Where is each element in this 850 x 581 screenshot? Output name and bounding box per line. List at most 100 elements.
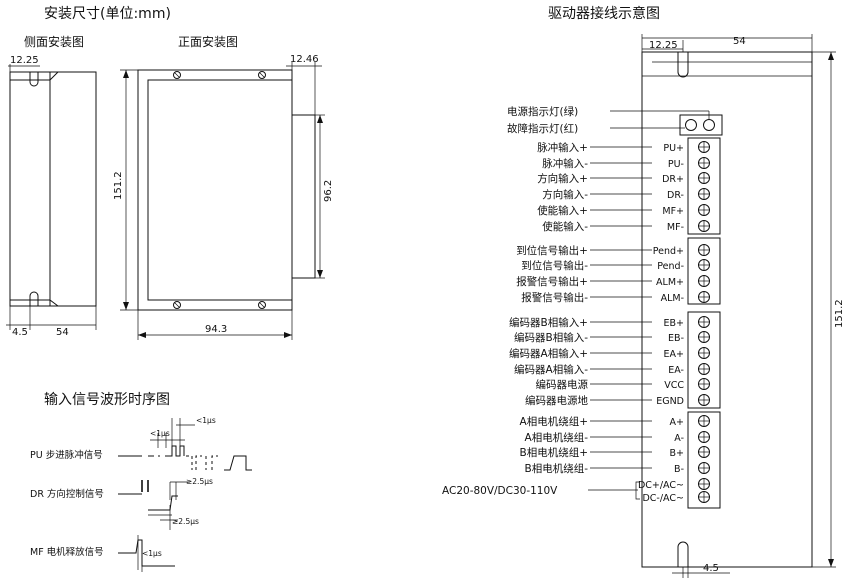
wave-pu-t2: <1μs [196, 416, 216, 425]
title-front-view: 正面安装图 [178, 34, 238, 49]
terminal-pin-label: MF- [667, 222, 684, 233]
terminal-desc-label: 编码器A相输入- [514, 363, 588, 376]
title-side-view: 侧面安装图 [24, 34, 84, 49]
dim-side-bottom-b: 54 [56, 327, 69, 338]
terminal-pin-label: Pend- [657, 261, 684, 272]
wave-dr-t2: ≥2.5μs [172, 517, 199, 526]
terminal-desc-label: 使能输入+ [537, 204, 588, 217]
terminal-row: EA- 编码器A相输入- [514, 363, 710, 376]
title-wiring: 驱动器接线示意图 [548, 5, 660, 22]
terminal-pin-label: ALM- [661, 293, 684, 304]
dim-wiring-bottom: 4.5 [703, 563, 719, 574]
title-waveform: 输入信号波形时序图 [44, 392, 170, 408]
waveform-drawing: PU 步进脉冲信号 DR 方向控制信号 MF 电机释放信号 <1μs <1μs … [30, 416, 252, 572]
terminal-pin-label: B- [674, 464, 684, 475]
title-dimensions: 安装尺寸(单位:mm) [44, 6, 171, 22]
terminal-pin-label: A- [674, 433, 684, 444]
terminal-row: PU+ 脉冲输入+ [537, 141, 710, 154]
terminal-pin-label: PU- [668, 159, 684, 170]
terminal-pin-label: A+ [670, 417, 684, 428]
terminal-desc-label: 使能输入- [542, 220, 588, 233]
terminal-row: EA+ 编码器A相输入+ [509, 347, 710, 360]
front-view-drawing: 12.46 151.2 96.2 94.3 [113, 54, 334, 340]
terminal-desc-label: 方向输入- [542, 188, 588, 201]
terminal-desc-label: 编码器A相输入+ [509, 347, 588, 360]
terminal-desc-label: 编码器B相输入- [514, 331, 588, 344]
wave-mf-label: MF 电机释放信号 [30, 546, 104, 558]
terminal-desc-label: 编码器B相输入+ [509, 316, 588, 329]
terminal-desc-label: 脉冲输入- [542, 157, 588, 170]
terminal-desc-label: 编码器电源 [536, 378, 589, 391]
terminal-desc-label: B相电机绕组+ [519, 446, 588, 459]
dim-front-inner: 96.2 [323, 180, 334, 202]
terminal-pin-label: EGND [656, 396, 684, 407]
led-fault-icon [703, 119, 715, 131]
terminal-pin-label: MF+ [662, 206, 684, 217]
dim-wiring-height: 151.2 [834, 299, 845, 328]
dim-wiring-top-a: 12.25 [649, 40, 678, 51]
led-fault-label: 故障指示灯(红) [507, 122, 578, 135]
dim-front-width: 94.3 [205, 324, 227, 335]
terminal-desc-label: A相电机绕组+ [520, 415, 588, 428]
side-view-drawing: 12.25 4.5 54 [6, 55, 97, 338]
wiring-drawing: 54 12.25 151.2 4.5 电源指示灯(绿) 故障指示灯(红) AC2… [442, 34, 845, 578]
terminal-row: A- A相电机绕组- [525, 431, 710, 444]
terminal-desc-label: 编码器电源地 [525, 394, 588, 407]
dim-side-bottom-a: 4.5 [12, 327, 28, 338]
terminal-desc-label: 方向输入+ [537, 172, 588, 185]
terminal-row: PU- 脉冲输入- [542, 157, 710, 170]
terminal-pin-label: EB+ [664, 318, 684, 329]
terminal-pin-label: DC+/AC~ [638, 480, 684, 491]
terminal-pin-label: EA+ [664, 349, 684, 360]
terminal-desc-label: 报警信号输出- [521, 291, 588, 304]
terminal-row: DR- 方向输入- [542, 188, 710, 201]
led-panel [679, 114, 723, 136]
terminal-pin-label: DR- [667, 190, 684, 201]
power-supply-label: AC20-80V/DC30-110V [442, 485, 558, 497]
wave-pu-label: PU 步进脉冲信号 [30, 449, 103, 461]
terminal-row: B+ B相电机绕组+ [519, 446, 710, 459]
dim-front-height: 151.2 [113, 171, 124, 200]
terminal-rows: PU+ 脉冲输入+ PU- 脉冲输入- DR+ 方向输入+ DR- 方向输入- MF+ 使能输入+… [509, 141, 710, 504]
terminal-row: ALM- 报警信号输出- [521, 291, 710, 304]
terminal-pin-label: PU+ [663, 143, 684, 154]
wave-mf-t1: <1μs [142, 549, 162, 558]
terminal-desc-label: 到位信号输出+ [516, 244, 588, 257]
dim-front-top: 12.46 [290, 54, 319, 65]
terminal-row: EGND 编码器电源地 [525, 394, 710, 407]
terminal-row: DC-/AC~ [642, 491, 710, 504]
led-power-icon [685, 119, 697, 131]
terminal-pin-label: EA- [668, 365, 684, 376]
terminal-desc-label: 脉冲输入+ [537, 141, 588, 154]
wave-dr-label: DR 方向控制信号 [30, 488, 104, 500]
dim-side-top: 12.25 [10, 55, 39, 66]
terminal-row: EB+ 编码器B相输入+ [509, 316, 710, 329]
terminal-pin-label: DR+ [662, 174, 684, 185]
terminal-row: MF+ 使能输入+ [537, 204, 710, 217]
terminal-desc-label: A相电机绕组- [525, 431, 589, 444]
terminal-pin-label: ALM+ [656, 277, 684, 288]
terminal-pin-label: DC-/AC~ [642, 493, 684, 504]
terminal-row: ALM+ 报警信号输出+ [516, 275, 710, 288]
terminal-desc-label: 到位信号输出- [521, 259, 588, 272]
terminal-row: A+ A相电机绕组+ [520, 415, 710, 428]
led-power-label: 电源指示灯(绿) [507, 105, 578, 118]
terminal-row: B- B相电机绕组- [525, 462, 710, 475]
terminal-block-1 [687, 137, 721, 235]
terminal-pin-label: VCC [664, 380, 684, 391]
terminal-pin-label: B+ [670, 448, 684, 459]
terminal-row: VCC 编码器电源 [536, 378, 710, 391]
terminal-desc-label: B相电机绕组- [525, 462, 589, 475]
terminal-row: DC+/AC~ [638, 478, 710, 491]
terminal-pin-label: EB- [668, 333, 684, 344]
terminal-row: EB- 编码器B相输入- [514, 331, 710, 344]
terminal-row: Pend- 到位信号输出- [521, 259, 710, 272]
terminal-row: DR+ 方向输入+ [537, 172, 710, 185]
terminal-row: Pend+ 到位信号输出+ [516, 244, 710, 257]
terminal-pin-label: Pend+ [653, 246, 684, 257]
terminal-desc-label: 报警信号输出+ [516, 275, 588, 288]
wave-dr-t1: ≥2.5μs [186, 477, 213, 486]
terminal-row: MF- 使能输入- [542, 220, 710, 233]
